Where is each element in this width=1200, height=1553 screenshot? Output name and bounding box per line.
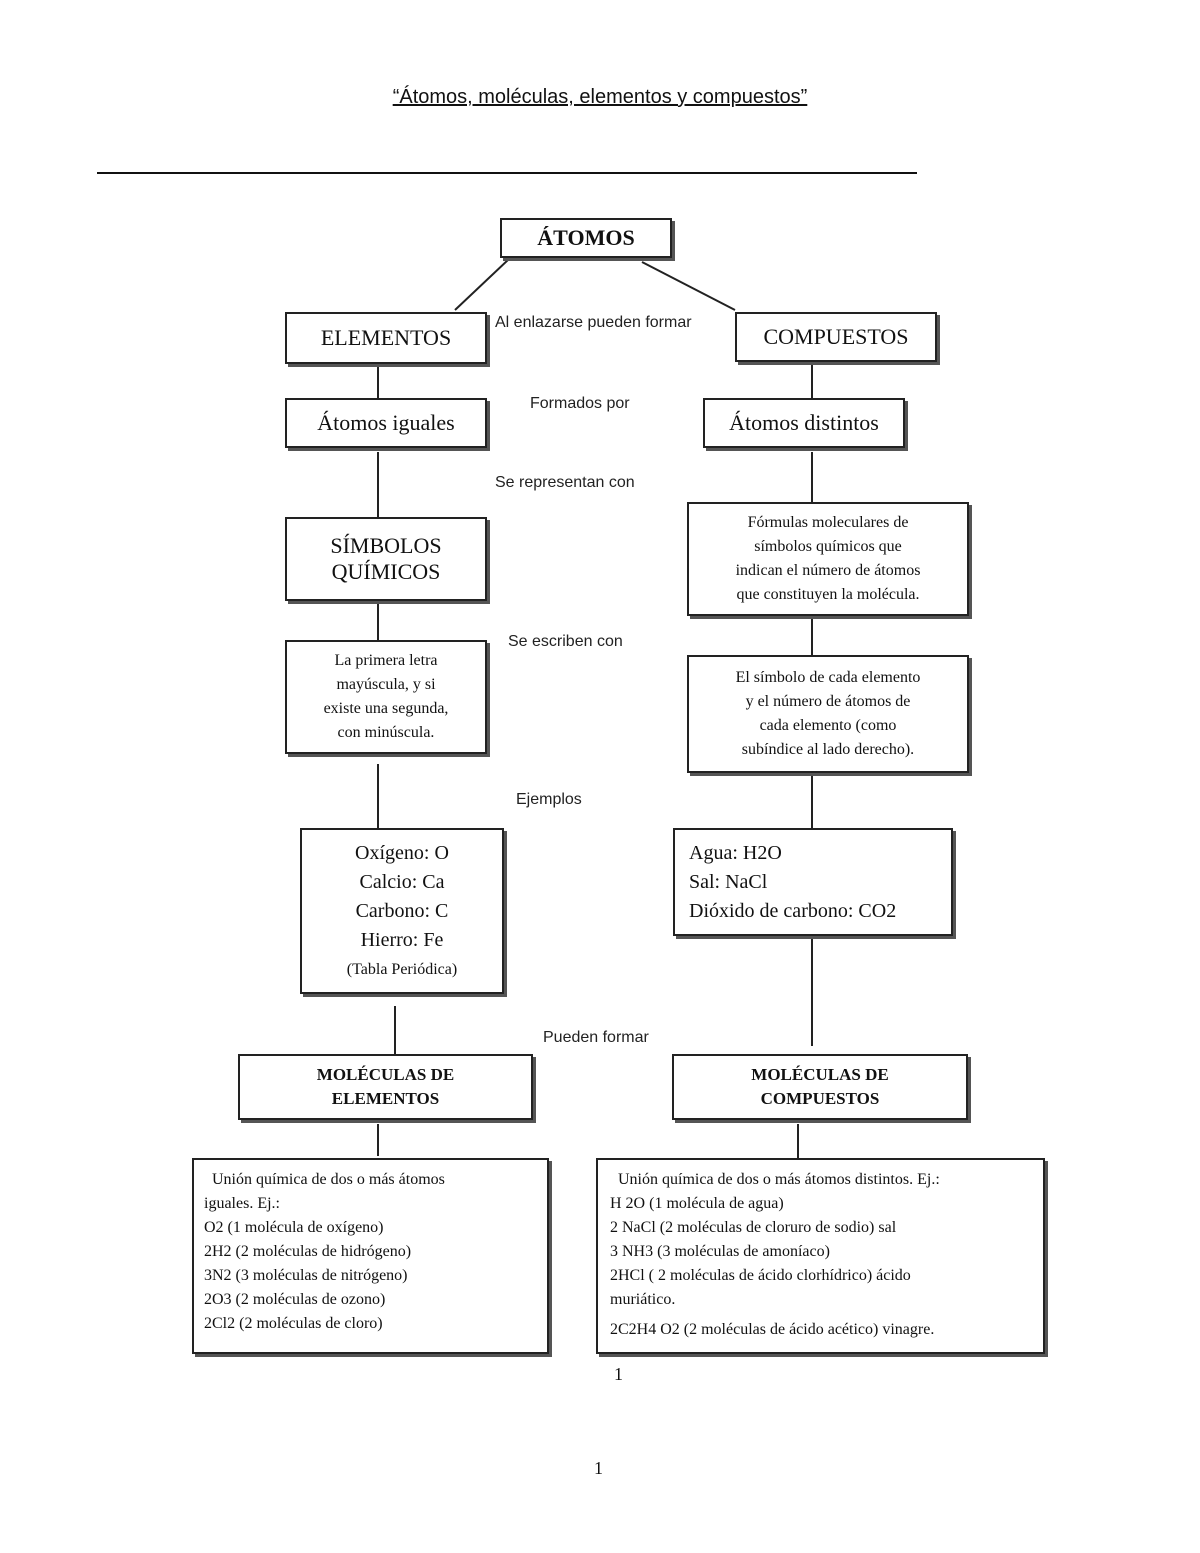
- node-ejemplos-compuestos: Agua: H2O Sal: NaCl Dióxido de carbono: …: [673, 828, 953, 936]
- node-simbolos-quimicos: SÍMBOLOS QUÍMICOS: [285, 517, 487, 601]
- inner-page-number: 1: [614, 1364, 623, 1384]
- node-atomos-iguales: Átomos iguales: [285, 398, 487, 448]
- node-simbolo-line-4: subíndice al lado derecho).: [741, 741, 915, 758]
- desc-right-line-1: Unión química de dos o más átomos distin…: [618, 1171, 940, 1188]
- node-moleculas-elementos: MOLÉCULAS DE ELEMENTOS: [238, 1054, 533, 1120]
- node-atomos-distintos-label: Átomos distintos: [729, 410, 879, 435]
- label-bond: Al enlazarse pueden formar: [495, 314, 692, 331]
- desc-right-line-2: H 2O (1 molécula de agua): [610, 1195, 784, 1212]
- node-moleculas-elementos-line-2: ELEMENTOS: [331, 1089, 440, 1108]
- desc-left-line-7: 2Cl2 (2 moléculas de cloro): [204, 1315, 383, 1332]
- node-formulas-line-1: Fórmulas moleculares de: [747, 514, 909, 531]
- desc-right-line-6: muriático.: [610, 1291, 676, 1308]
- node-formulas-moleculares: Fórmulas moleculares de símbolos químico…: [687, 502, 969, 616]
- example-co2: Dióxido de carbono: CO2: [689, 899, 897, 922]
- document-title: “Átomos, moléculas, elementos y compuest…: [392, 86, 808, 108]
- desc-right-line-3: 2 NaCl (2 moléculas de cloruro de sodio)…: [610, 1219, 897, 1236]
- example-calcio: Calcio: Ca: [359, 870, 445, 893]
- desc-left-line-5: 3N2 (3 moléculas de nitrógeno): [204, 1267, 408, 1284]
- node-simbolo-line-2: y el número de átomos de: [745, 693, 911, 710]
- label-represented: Se representan con: [495, 474, 635, 491]
- example-agua: Agua: H2O: [689, 841, 782, 864]
- example-carbono: Carbono: C: [355, 899, 449, 922]
- desc-left-line-1: Unión química de dos o más átomos: [212, 1171, 445, 1188]
- label-written: Se escriben con: [508, 633, 623, 650]
- node-compuestos: COMPUESTOS: [735, 312, 937, 362]
- node-formulas-line-2: símbolos químicos que: [754, 538, 902, 555]
- desc-left-line-2: iguales. Ej.:: [204, 1195, 280, 1212]
- node-moleculas-compuestos-desc: Unión química de dos o más átomos distin…: [596, 1158, 1045, 1354]
- node-simbolos-line-2: QUÍMICOS: [331, 559, 441, 584]
- node-primera-line-3: existe una segunda,: [323, 700, 449, 717]
- desc-left-line-6: 2O3 (2 moléculas de ozono): [204, 1291, 386, 1308]
- node-elementos: ELEMENTOS: [285, 312, 487, 364]
- node-formulas-line-3: indican el número de átomos: [735, 562, 921, 579]
- node-atomos: ÁTOMOS: [500, 218, 672, 258]
- node-moleculas-elementos-line-1: MOLÉCULAS DE: [316, 1065, 455, 1084]
- node-moleculas-compuestos-line-1: MOLÉCULAS DE: [751, 1065, 889, 1084]
- example-note: (Tabla Periódica): [346, 960, 458, 978]
- node-moleculas-elementos-desc: Unión química de dos o más átomos iguale…: [192, 1158, 549, 1354]
- title-divider: [97, 172, 917, 174]
- node-simbolo-line-1: El símbolo de cada elemento: [735, 669, 921, 686]
- node-ejemplos-elementos: Oxígeno: O Calcio: Ca Carbono: C Hierro:…: [300, 828, 504, 994]
- node-elementos-label: ELEMENTOS: [320, 325, 452, 350]
- label-formed-by: Formados por: [530, 395, 630, 412]
- node-primera-line-1: La primera letra: [334, 652, 438, 669]
- page-number: 1: [594, 1458, 603, 1478]
- node-atomos-iguales-label: Átomos iguales: [317, 410, 455, 435]
- desc-right-line-5: 2HCl ( 2 moléculas de ácido clorhídrico)…: [610, 1267, 911, 1284]
- desc-left-line-3: O2 (1 molécula de oxígeno): [204, 1219, 384, 1236]
- node-simbolos-line-1: SÍMBOLOS: [330, 533, 442, 558]
- node-atomos-distintos: Átomos distintos: [703, 398, 905, 448]
- label-can-form: Pueden formar: [543, 1029, 649, 1046]
- node-moleculas-compuestos-line-2: COMPUESTOS: [760, 1089, 880, 1108]
- example-oxigeno: Oxígeno: O: [355, 841, 449, 864]
- desc-left-line-4: 2H2 (2 moléculas de hidrógeno): [204, 1243, 412, 1260]
- desc-right-line-7: 2C2H4 O2 (2 moléculas de ácido acético) …: [610, 1321, 935, 1338]
- line-root-compuestos: [641, 261, 736, 311]
- node-simbolo-line-3: cada elemento (como: [759, 717, 897, 734]
- example-hierro: Hierro: Fe: [360, 928, 444, 951]
- node-primera-line-4: con minúscula.: [337, 724, 435, 741]
- line-root-elementos: [454, 257, 511, 311]
- label-examples: Ejemplos: [516, 791, 582, 808]
- desc-right-line-4: 3 NH3 (3 moléculas de amoníaco): [610, 1243, 830, 1260]
- node-moleculas-compuestos: MOLÉCULAS DE COMPUESTOS: [672, 1054, 968, 1120]
- node-formulas-line-4: que constituyen la molécula.: [736, 586, 920, 603]
- node-atomos-label: ÁTOMOS: [537, 225, 635, 250]
- node-primera-line-2: mayúscula, y si: [336, 676, 436, 693]
- node-primera-letra: La primera letra mayúscula, y si existe …: [285, 640, 487, 754]
- node-compuestos-label: COMPUESTOS: [763, 324, 909, 349]
- example-sal: Sal: NaCl: [689, 870, 768, 893]
- node-simbolo-cada-elemento: El símbolo de cada elemento y el número …: [687, 655, 969, 773]
